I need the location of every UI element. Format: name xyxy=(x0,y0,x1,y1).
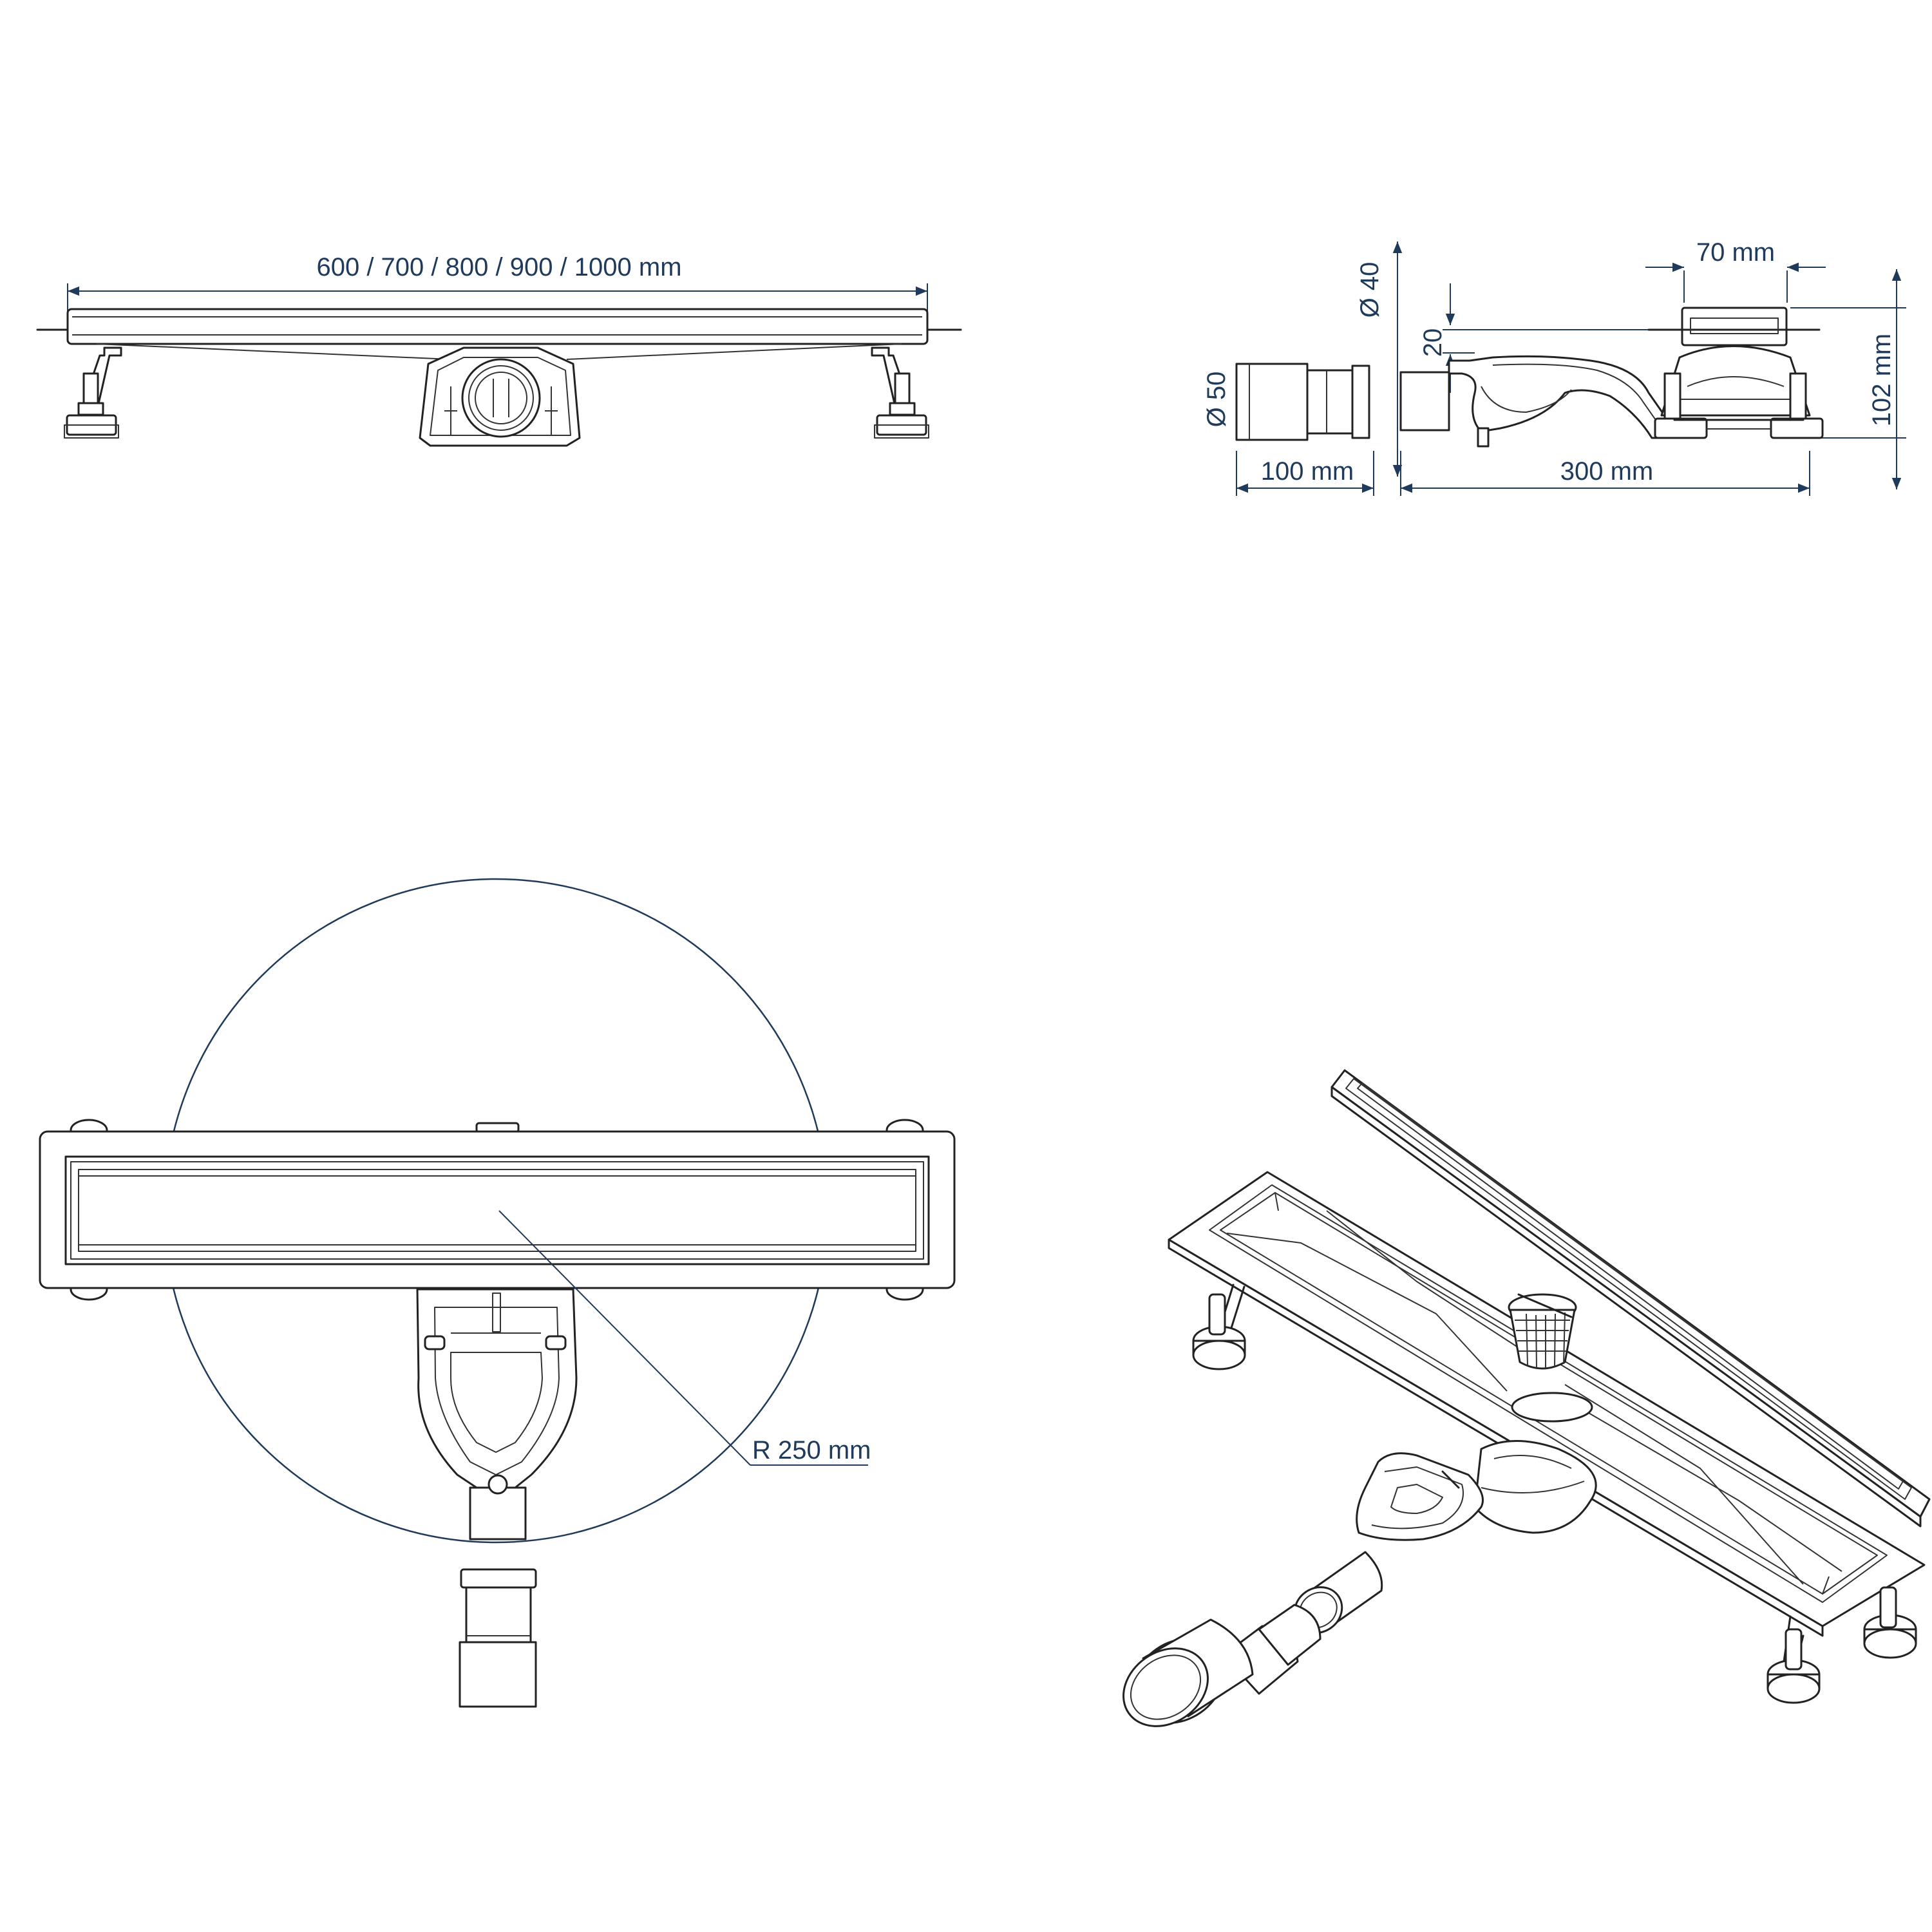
top-view: R 250 mm xyxy=(39,878,956,1708)
side-view: Ø 40 20 70 mm 102 mm Ø 50 100 xyxy=(1202,238,1906,496)
front-view: 600 / 700 / 800 / 900 / 1000 mm xyxy=(36,253,962,447)
adapter-iso xyxy=(1122,1604,1321,1727)
drain-body-side xyxy=(1399,307,1824,448)
adapter-length-label: 100 mm xyxy=(1261,457,1354,486)
radius-label: R 250 mm xyxy=(752,1436,871,1464)
outlet-pipe-iso xyxy=(1293,1551,1383,1634)
total-height-label: 102 mm xyxy=(1868,334,1896,427)
adapter-pipe-side xyxy=(1235,363,1370,441)
strainer-basket xyxy=(1508,1293,1577,1370)
length-label: 600 / 700 / 800 / 900 / 1000 mm xyxy=(316,253,681,281)
diameter-50-label: Ø 50 xyxy=(1202,372,1231,428)
outlet-housing-top xyxy=(416,1288,578,1540)
right-adjustable-foot xyxy=(871,346,929,439)
isometric-view xyxy=(1122,1069,1931,1727)
siphon-housing-front xyxy=(419,346,581,447)
grate-cover xyxy=(1331,1069,1931,1528)
adapter-pipe-top xyxy=(459,1568,537,1708)
drain-hole xyxy=(1511,1392,1593,1423)
siphon-iso xyxy=(1356,1440,1597,1541)
channel-body-front xyxy=(66,308,929,345)
left-adjustable-foot xyxy=(64,346,122,439)
iso-feet xyxy=(1192,1283,1917,1704)
channel-top xyxy=(64,1155,930,1265)
outlet-pipe-front xyxy=(461,358,541,438)
channel-body-iso xyxy=(1168,1171,1926,1637)
offset-20-label: 20 xyxy=(1419,328,1447,357)
grate-width-label: 70 mm xyxy=(1696,238,1775,267)
body-length-label: 300 mm xyxy=(1560,457,1654,486)
diameter-40-label: Ø 40 xyxy=(1356,262,1384,318)
